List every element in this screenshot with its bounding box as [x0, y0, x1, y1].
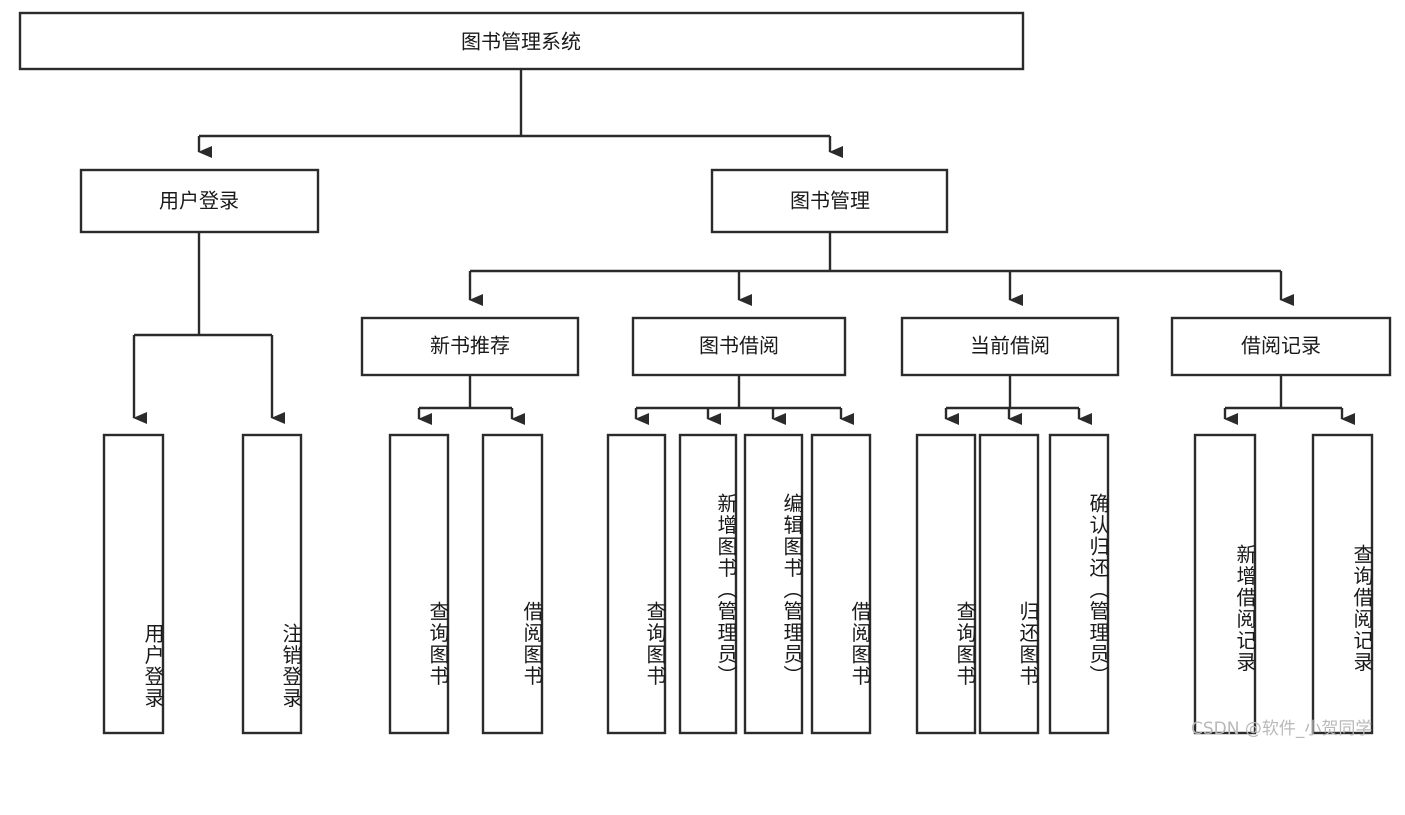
node-user-login-box[interactable] [79, 168, 320, 234]
node-current-borrow[interactable]: 当前借阅 [900, 316, 1120, 377]
connector-group [132, 69, 1355, 425]
node-root-box[interactable] [18, 11, 1025, 71]
node-root[interactable]: 图书管理系统 [18, 11, 1025, 71]
node-borrow-record-box[interactable] [1170, 316, 1392, 377]
node-book-management-box[interactable] [710, 168, 949, 234]
node-book-borrow[interactable]: 图书借阅 [631, 316, 847, 377]
leaf-box-query-record[interactable] [1311, 433, 1374, 735]
leaf-box-borrow-book-1[interactable] [481, 433, 544, 735]
leaf-box-user-login[interactable] [102, 433, 165, 735]
node-book-management-label: 图书管理 [790, 189, 870, 213]
leaf-box-query-book-2[interactable] [606, 433, 667, 735]
leaf-node-group [102, 433, 1374, 735]
node-new-book-recommend[interactable]: 新书推荐 [360, 316, 580, 377]
node-root-label: 图书管理系统 [461, 30, 581, 54]
node-borrow-record-label: 借阅记录 [1241, 334, 1321, 358]
node-user-login[interactable]: 用户登录 [79, 168, 320, 234]
leaf-box-add-record[interactable] [1193, 433, 1257, 735]
leaf-box-query-book-1[interactable] [388, 433, 450, 735]
node-borrow-record[interactable]: 借阅记录 [1170, 316, 1392, 377]
leaf-box-return-book[interactable] [978, 433, 1040, 735]
flowchart-diagram: 图书管理系统 用户登录 图书管理 新书推荐 图书借阅 当前借阅 借阅记录 [18, 11, 1392, 739]
leaf-box-confirm-return[interactable] [1048, 433, 1110, 735]
leaf-box-edit-book-admin[interactable] [743, 433, 804, 735]
node-current-borrow-label: 当前借阅 [970, 334, 1050, 358]
node-current-borrow-box[interactable] [900, 316, 1120, 377]
node-user-login-label: 用户登录 [159, 189, 239, 213]
node-book-management[interactable]: 图书管理 [710, 168, 949, 234]
node-book-borrow-label: 图书借阅 [699, 334, 779, 358]
leaf-box-query-book-3[interactable] [915, 433, 977, 735]
leaf-box-borrow-book-2[interactable] [810, 433, 872, 735]
node-new-book-recommend-box[interactable] [360, 316, 580, 377]
node-book-borrow-box[interactable] [631, 316, 847, 377]
leaf-box-add-book-admin[interactable] [678, 433, 738, 735]
node-new-book-recommend-label: 新书推荐 [430, 334, 510, 358]
leaf-box-logout-login[interactable] [241, 433, 303, 735]
csdn-watermark: CSDN @软件_小贺同学 [1191, 719, 1373, 739]
diagram-canvas: 图书管理系统 用户登录 图书管理 新书推荐 图书借阅 当前借阅 借阅记录 [18, 11, 1392, 735]
